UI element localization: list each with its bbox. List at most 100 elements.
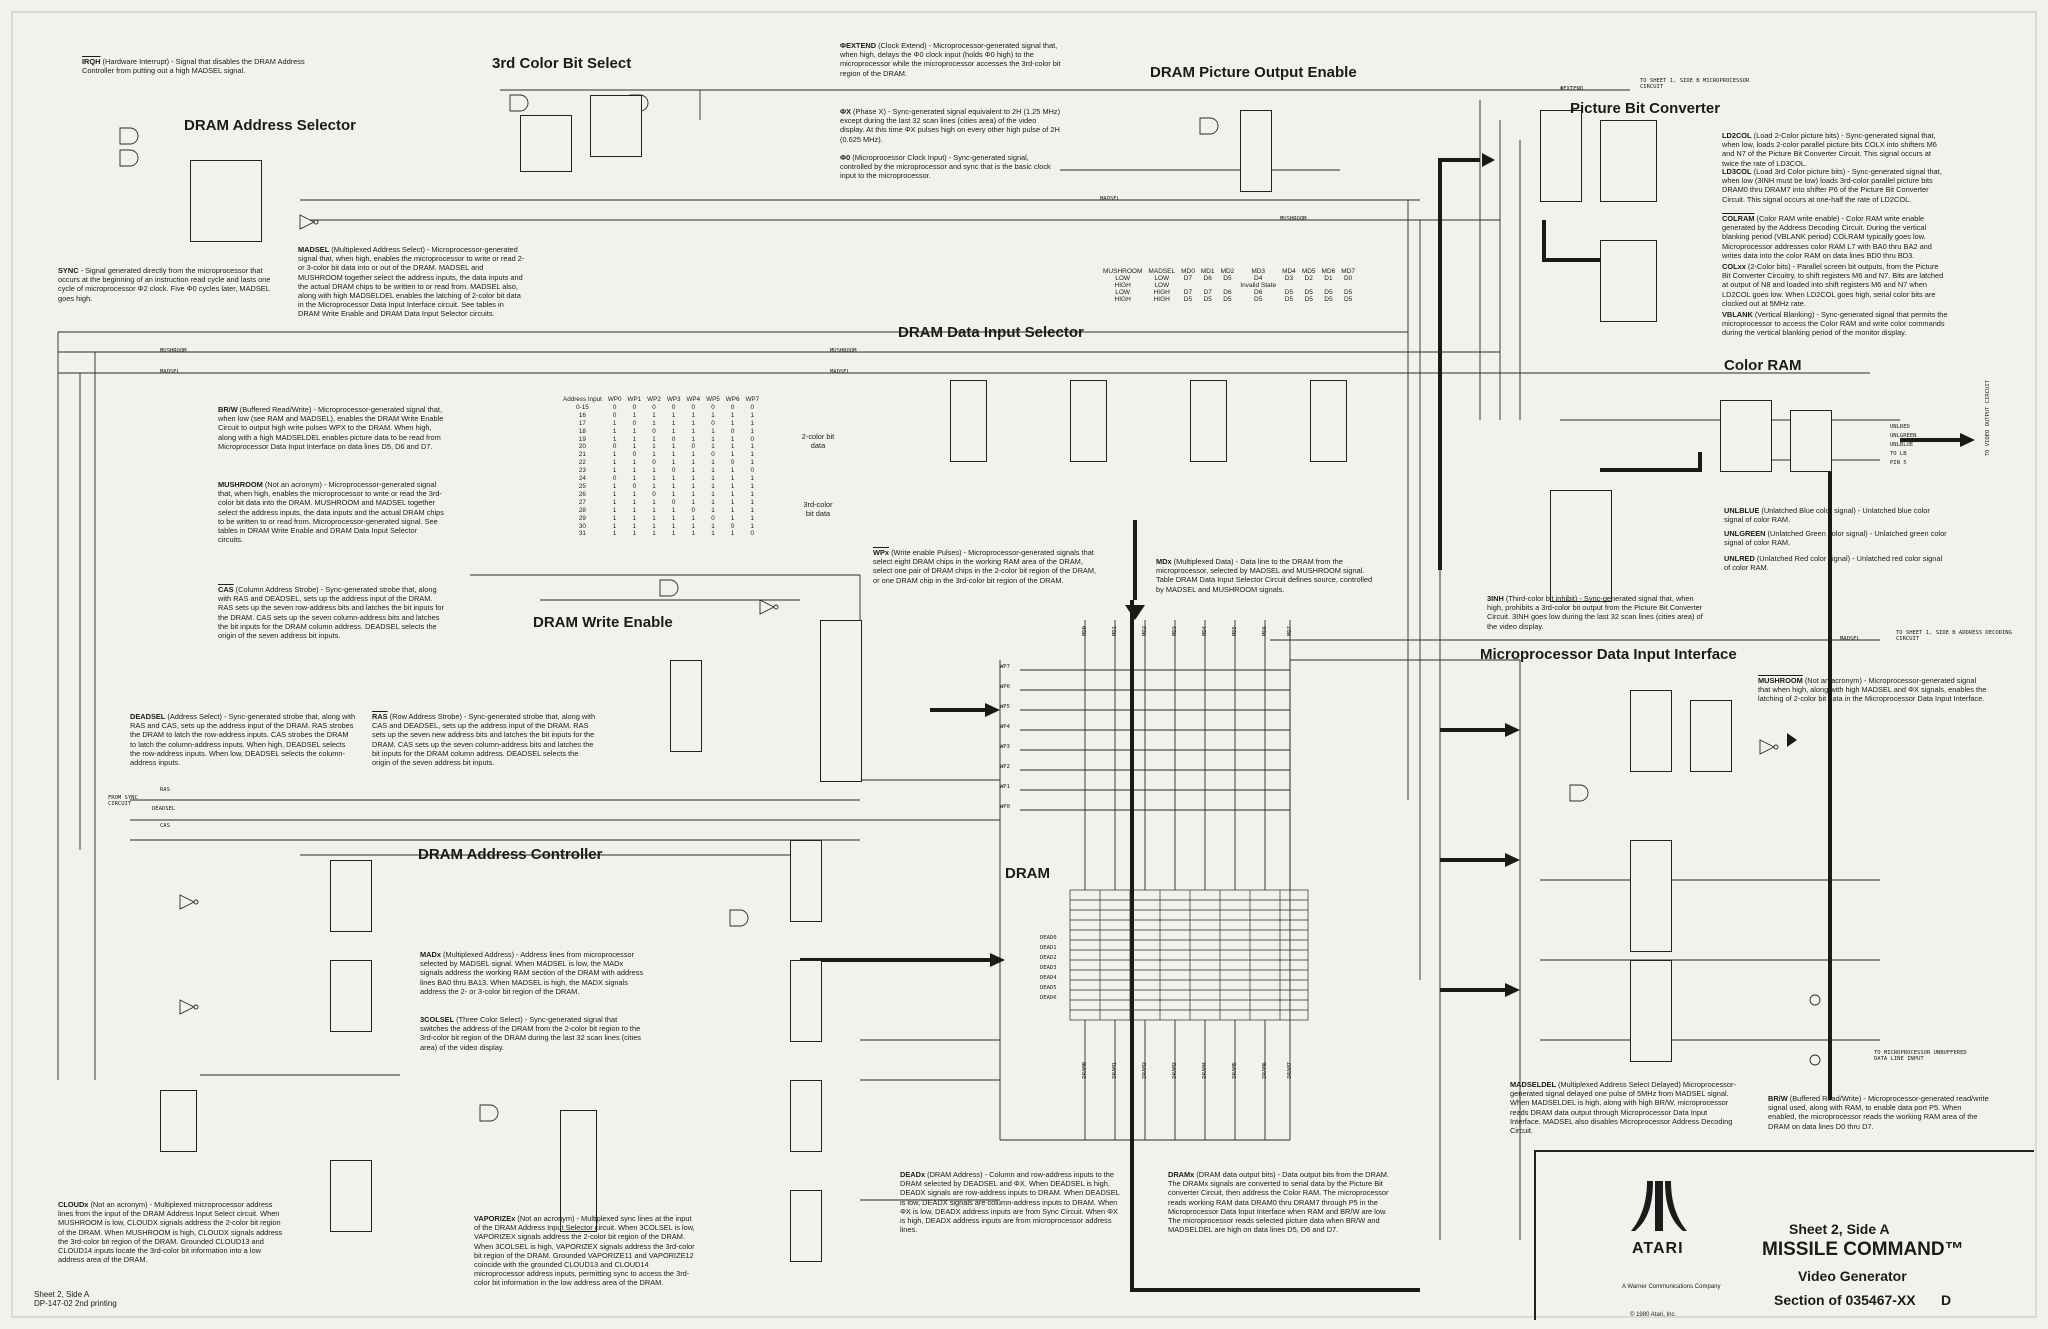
chip-picture-bit-3: [1600, 240, 1657, 322]
table-cell: 1: [652, 506, 656, 514]
dram-out-label: DRAM6: [1262, 1062, 1268, 1079]
table-cell: D5: [1284, 289, 1294, 296]
table-cell: 1: [652, 443, 656, 451]
note-extend: ΦEXTEND (Clock Extend) - Microprocessor-…: [840, 41, 1061, 78]
note-cloudx: CLOUDx (Not an acronym) - Multiplexed mi…: [58, 1200, 283, 1265]
md-label: MD3: [1172, 626, 1178, 636]
table-cell: 1: [612, 419, 617, 427]
dead-label: DEAD1: [1040, 945, 1057, 951]
dram-out-label: DRAM3: [1172, 1062, 1178, 1079]
note-unlred: UNLRED (Unlatched Red color signal) - Un…: [1724, 554, 1943, 573]
table-cell: D1: [1324, 275, 1333, 282]
table-header-cell: MD2: [1220, 268, 1235, 275]
table-cell: D7: [1183, 275, 1193, 282]
sig-from-sync: FROM SYNC CIRCUIT: [108, 795, 138, 807]
title-dram-address-selector: DRAM Address Selector: [184, 117, 356, 134]
table-cell: 1: [691, 419, 696, 427]
sig-mushroom-top: MUSHROOM: [1280, 216, 1307, 222]
sig-to-video: TO VIDEO OUTPUT CIRCUIT: [1985, 380, 1991, 457]
chip-addr-ctrl-2: [330, 960, 372, 1032]
note-phasex: ΦX (Phase X) - Sync-generated signal equ…: [840, 107, 1061, 144]
title-block: ATARI A Warner Communications Company © …: [1534, 1150, 2034, 1320]
table-cell: 1: [730, 514, 735, 522]
md-label: MD7: [1287, 626, 1293, 636]
table-cell: 1: [711, 427, 715, 435]
table-cell: 0: [612, 403, 617, 411]
sig-deadsel: DEADSEL: [152, 806, 176, 812]
table-header-cell: MD5: [1301, 268, 1316, 275]
table-cell: 1: [671, 419, 676, 427]
sig-madsel-left: MADSEL: [160, 369, 180, 375]
table-header-cell: MD6: [1321, 268, 1336, 275]
chip-picture-bit-1: [1540, 110, 1582, 202]
table-cell: 1: [730, 498, 735, 506]
table-cell: D7: [1183, 289, 1193, 296]
chip-data-input-1: [950, 380, 987, 462]
table-cell: 1: [612, 514, 617, 522]
note-vaporize: VAPORIZEx (Not an acronym) - Multiplexed…: [474, 1214, 695, 1288]
table-cell: 0: [671, 403, 676, 411]
table-cell: 0: [612, 411, 617, 419]
md-label: MD5: [1232, 626, 1238, 636]
table-cell: 1: [730, 467, 735, 475]
sig-to-sheet-madsel: TO SHEET 1, SIDE B ADDRESS DECODING CIRC…: [1896, 630, 2012, 642]
table-cell: 1: [671, 482, 676, 490]
note-3colsel: 3COLSEL (Three Color Select) - Sync-gene…: [420, 1015, 642, 1052]
table-cell: 1: [632, 435, 637, 443]
table-cell: LOW: [1115, 289, 1131, 296]
table-cell: 1: [671, 530, 676, 538]
note-mushroom-right: MUSHROOM (Not an acronym) - Microprocess…: [1758, 676, 1987, 704]
table-cell: 1: [730, 475, 735, 483]
table-cell: D5: [1304, 296, 1313, 303]
table-cell: 1: [652, 498, 656, 506]
dram-out-label: DRAM5: [1232, 1062, 1238, 1079]
table-cell: [1338, 282, 1358, 289]
table-cell: 1: [691, 475, 696, 483]
chip-color-bit-1: [520, 115, 572, 172]
table-header-cell: MUSHROOM: [1103, 268, 1143, 275]
table-cell: 1: [671, 475, 676, 483]
table-cell: D5: [1343, 289, 1353, 296]
copyright: © 1980 Atari, Inc.: [1630, 1312, 1677, 1318]
table-cell: 1: [691, 427, 696, 435]
table-cell: D3: [1284, 275, 1294, 282]
sig-cas: CAS: [160, 823, 170, 829]
table-cell: 1: [750, 419, 755, 427]
sig-mushroom-mid: MUSHROOM: [830, 348, 857, 354]
table-cell: 0: [691, 443, 696, 451]
table-cell: [1299, 282, 1319, 289]
table-cell: 1: [750, 482, 755, 490]
table-cell: 1: [671, 459, 676, 467]
table-cell: D5: [1203, 296, 1212, 303]
table-cell: 1: [730, 530, 735, 538]
table-cell: 1: [691, 530, 696, 538]
table-cell: 0: [612, 475, 617, 483]
table-cell: 0: [691, 403, 696, 411]
note-3inh: 3INH (Third-color bit inhibit) - Sync-ge…: [1487, 594, 1703, 631]
table-cell: 1: [652, 482, 656, 490]
revision-letter: D: [1941, 1292, 1952, 1308]
table-cell: 17: [578, 419, 586, 427]
table-cell: 0: [711, 419, 715, 427]
table-cell: 1: [612, 522, 617, 530]
table-cell: D6: [1254, 289, 1263, 296]
table-cell: 1: [671, 411, 676, 419]
wp-label: WP5: [1000, 704, 1010, 710]
wp-label: WP6: [1000, 684, 1010, 690]
table-cell: 1: [612, 530, 617, 538]
chip-mdi-4: [1630, 960, 1672, 1062]
wp-group-2color: 2-color bit data: [801, 432, 835, 451]
chip-vaporize: [560, 1110, 597, 1232]
